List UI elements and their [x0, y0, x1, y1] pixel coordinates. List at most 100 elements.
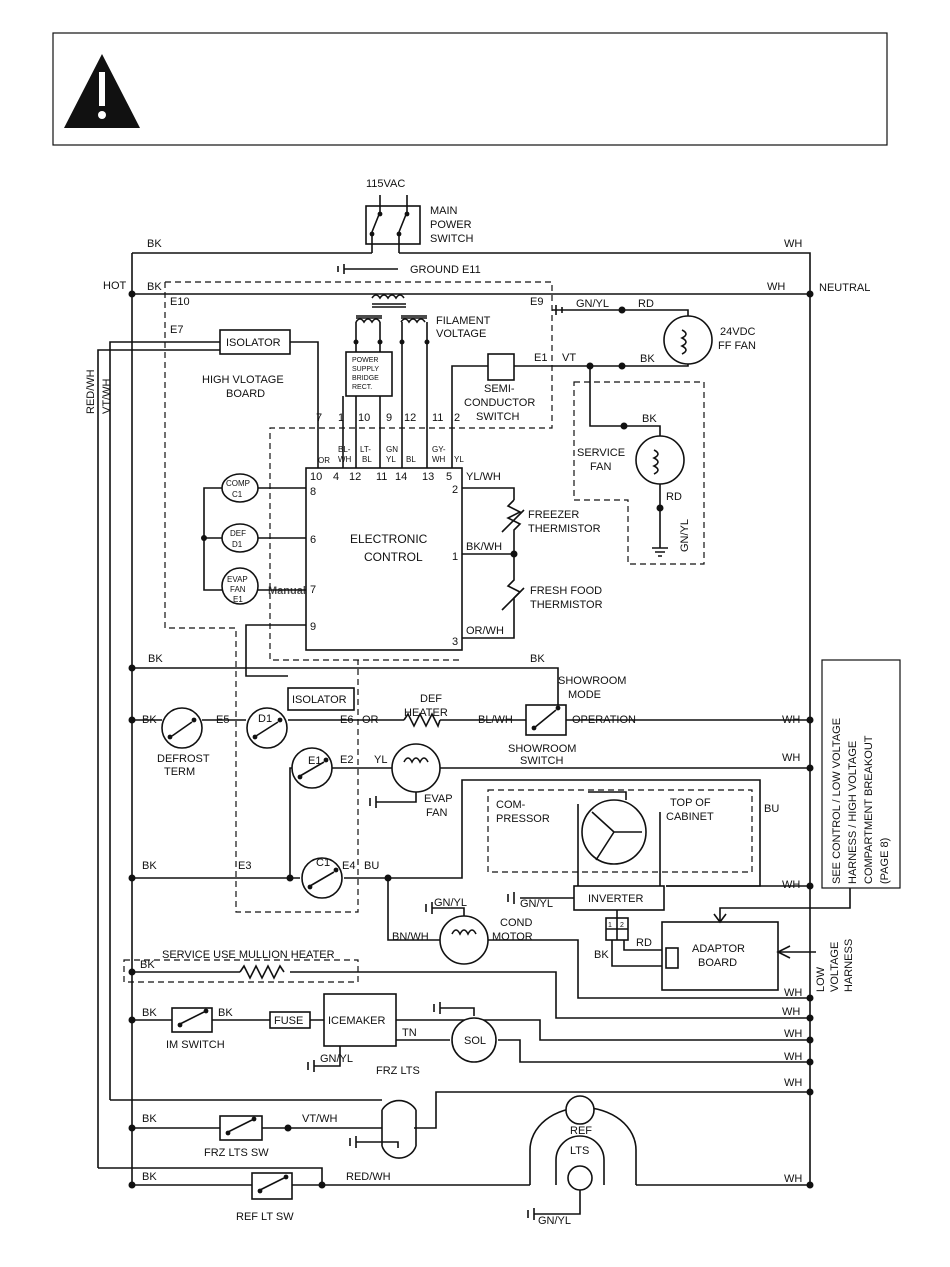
c1-switch-label: C1	[316, 857, 330, 869]
wh-top: WH	[784, 238, 802, 250]
comp-relay-1: COMP	[226, 479, 250, 488]
def-relay-2: D1	[232, 540, 243, 549]
main-power-switch: 115VAC MAIN POWER SWITCH	[365, 178, 473, 253]
hot-label: HOT	[103, 280, 127, 292]
ps-label-2: SUPPLY	[352, 366, 379, 373]
service-fan: BK RD SERVICE FAN GN/YL	[573, 366, 705, 565]
bk-mullion: BK	[140, 959, 155, 971]
hv-pin-7: 7	[316, 412, 322, 424]
e1-label: E1	[534, 352, 547, 364]
wire-gywh-1: GY-	[432, 445, 446, 454]
low-voltage-3: HARNESS	[843, 939, 855, 992]
mullion-label: SERVICE USE MULLION HEATER	[162, 949, 335, 961]
ec-pin-14: 14	[395, 471, 407, 483]
cond-motor: GN/YL BN/WH COND MOTOR WH	[387, 878, 814, 1002]
bk-top: BK	[147, 238, 162, 250]
evap-relay-1: EVAP	[227, 575, 248, 584]
e3-label: E3	[238, 860, 251, 872]
bk-frz: BK	[142, 1113, 157, 1125]
tn-label: TN	[402, 1027, 417, 1039]
e6-label: E6	[340, 714, 353, 726]
inverter-label: INVERTER	[588, 893, 643, 905]
gnyl-ref: GN/YL	[538, 1215, 571, 1227]
hv-pin-11: 11	[432, 412, 443, 424]
ec-pin-7: 7	[310, 584, 316, 596]
bk-ref: BK	[142, 1171, 157, 1183]
compressor-label-2: PRESSOR	[496, 813, 550, 825]
evap-fan-row: E1 E2 YL WH EVAP FAN	[289, 743, 814, 879]
ground-e11: GROUND E11	[337, 264, 481, 276]
sf-label-2: FAN	[590, 461, 611, 473]
or-label: OR	[362, 714, 379, 726]
frz-lts-sw-label: FRZ LTS SW	[204, 1147, 269, 1159]
ec-pin-1: 1	[452, 551, 458, 563]
ps-label-1: POWER	[352, 357, 378, 364]
compressor-label-1: COM-	[496, 799, 526, 811]
wire-gywh-2: WH	[432, 455, 446, 464]
ref-lights-row: BK RED/WH REF LTS GN/YL REF LT SW WH	[98, 1095, 814, 1227]
adaptor-label-2: BOARD	[698, 957, 737, 969]
top-cabinet-1: TOP OF	[670, 797, 711, 809]
neutral-label: NEUTRAL	[819, 282, 870, 294]
def-heater-1: DEF	[420, 693, 442, 705]
hv-pins: 7 1 10 9 12 11 2 OR BL- WH LT- BL GN YL …	[316, 412, 464, 465]
inv-conn-2: 2	[620, 922, 624, 929]
isolator-bottom-label: ISOLATOR	[292, 694, 347, 706]
wire-bl: BL	[406, 455, 416, 464]
hv-pin-10: 10	[358, 412, 370, 424]
wh-row-1092: WH	[784, 1077, 802, 1089]
fresh-thermistor-2: THERMISTOR	[530, 599, 603, 611]
hvb-label-1: HIGH VLOTAGE	[202, 374, 284, 386]
ec-pin-12: 12	[349, 471, 361, 483]
semiconductor-switch: SEMI- CONDUCTOR SWITCH E1 VT	[451, 352, 590, 468]
wire-blwh-2: WH	[338, 455, 352, 464]
ref-label: REF	[570, 1125, 592, 1137]
inv-conn-1: 1	[608, 922, 612, 929]
thermistors: YL/WH BK/WH OR/WH FREEZER THERMISTOR FRE…	[462, 471, 603, 639]
main-label-3: SWITCH	[430, 233, 473, 245]
icemaker-label: ICEMAKER	[328, 1015, 386, 1027]
ec-label-1: ELECTRONIC	[350, 532, 428, 546]
semi-label-2: CONDUCTOR	[464, 397, 535, 409]
wire-gnyl-1: GN	[386, 445, 398, 454]
evap-fan-2: FAN	[426, 807, 447, 819]
low-voltage-1: LOW	[815, 966, 827, 992]
wh-row-1062: WH	[784, 1051, 802, 1063]
ref-lt-sw-label: REF LT SW	[236, 1211, 294, 1223]
bk-hot: BK	[147, 281, 162, 293]
redwh-ref: RED/WH	[346, 1171, 391, 1183]
gnyl-sf: GN/YL	[679, 519, 691, 552]
see-note-3: COMPARTMENT BREAKOUT	[863, 735, 875, 884]
hv-pin-9: 9	[386, 412, 392, 424]
top-cabinet-2: CABINET	[666, 811, 714, 823]
bk-adaptor: BK	[594, 949, 609, 961]
power-supply-bridge: POWER SUPPLY BRIDGE RECT.	[342, 342, 428, 468]
hv-board-outline	[165, 281, 553, 661]
ec-pin-2: 2	[452, 484, 458, 496]
wh-row-1040: WH	[784, 1028, 802, 1040]
wh-row-1185: WH	[784, 1173, 802, 1185]
adaptor-board: 1 2 RD BK ADAPTOR BOARD LOW VOLTAGE HARN…	[594, 888, 855, 992]
wh-row-1018: WH	[782, 1006, 800, 1018]
wh-row-720: WH	[782, 714, 800, 726]
hv-pin-2: 2	[454, 412, 460, 424]
ec-pin-9: 9	[310, 621, 316, 633]
gnyl-cond: GN/YL	[434, 897, 467, 909]
wh-row-768: WH	[782, 752, 800, 764]
wire-ltbl-1: LT-	[360, 445, 371, 454]
ec-pin-8: 8	[310, 486, 316, 498]
isolator-top: ISOLATOR HIGH VLOTAGE BOARD	[97, 329, 319, 1168]
filament-label-2: VOLTAGE	[436, 328, 486, 340]
fan24-label-1: 24VDC	[720, 326, 756, 338]
bk-fan: BK	[640, 353, 655, 365]
main-label-1: MAIN	[430, 205, 458, 217]
hv-pin-1: 1	[338, 412, 344, 424]
ps-label-3: BRIDGE	[352, 375, 379, 382]
def-heater-2: HEATER	[404, 707, 448, 719]
ground-label: GROUND E11	[410, 264, 481, 276]
def-relay-1: DEF	[230, 529, 246, 538]
showroom-row: BK BK SHOWROOM MODE ISOLATOR	[128, 653, 626, 711]
ec-pin-6: 6	[310, 534, 316, 546]
ec-pin-10: 10	[310, 471, 322, 483]
